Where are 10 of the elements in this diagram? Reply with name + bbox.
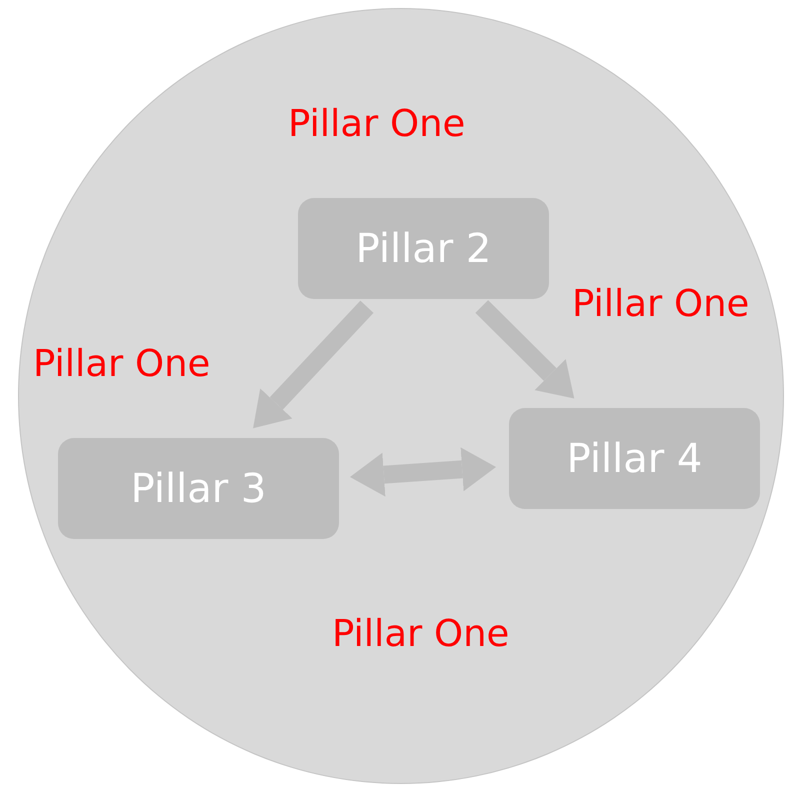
process-box: Pillar 3 <box>58 438 339 539</box>
process-box: Pillar 2 <box>298 198 549 299</box>
process-box: Pillar 4 <box>509 408 760 509</box>
pillar-label: Pillar One <box>572 282 750 325</box>
arrow <box>253 300 374 428</box>
arrow <box>475 300 574 399</box>
pillar-label: Pillar One <box>33 342 210 385</box>
pillar-label: Pillar One <box>288 102 466 145</box>
pillar-label: Pillar One <box>332 612 510 655</box>
arrow <box>350 447 496 497</box>
